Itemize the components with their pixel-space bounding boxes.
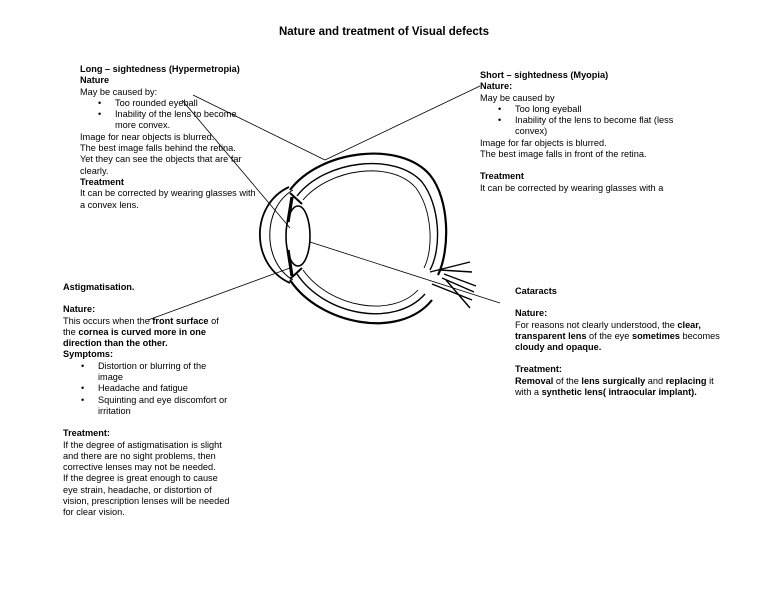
long-treatment-text: It can be corrected by wearing glasses w…: [80, 188, 256, 210]
bold-span: synthetic lens( intraocular implant).: [541, 387, 697, 398]
list-item: Inability of the lens to become flat (le…: [480, 115, 690, 138]
text-span: of the eye: [586, 330, 632, 341]
list-item: Inability of the lens to become more con…: [80, 109, 260, 132]
text-span: and: [645, 375, 666, 386]
pointer-short: [324, 85, 481, 161]
ciliary-top: [289, 192, 303, 205]
pointer-astig: [147, 267, 291, 321]
list-item: Too rounded eyeball: [80, 98, 260, 110]
astig-treatment-p2: If the degree is great enough to cause e…: [63, 473, 230, 518]
long-sightedness-section: Long – sightedness (Hypermetropia) Natur…: [80, 64, 260, 211]
astig-symptoms-label: Symptoms:: [63, 349, 114, 360]
bold-span: sometimes: [631, 330, 680, 341]
long-line: Yet they can see the objects that are fa…: [80, 154, 242, 176]
long-nature-label: Nature: [80, 75, 110, 86]
astigmatisation-section: Astigmatisation. Nature: This occurs whe…: [63, 282, 233, 519]
cataracts-treatment-label: Treatment:: [515, 364, 562, 375]
cataracts-nature-text: For reasons not clearly understood, the …: [515, 320, 720, 354]
astig-treatment-label: Treatment:: [63, 428, 110, 439]
long-line: Image for near objects is blurred.: [80, 131, 215, 142]
short-caused-by: May be caused by: [480, 92, 555, 103]
text-span: For reasons not clearly understood, the: [515, 319, 678, 330]
long-causes-list: Too rounded eyeball Inability of the len…: [80, 98, 260, 132]
long-line: The best image falls behind the retina.: [80, 143, 236, 154]
cataracts-nature-label: Nature:: [515, 308, 548, 319]
cornea: [259, 186, 291, 284]
sclera-outer-bottom: [289, 279, 433, 325]
text-span: it with a: [515, 375, 714, 398]
text-span: of the: [553, 375, 582, 386]
short-treatment-text: It can be corrected by wearing glasses w…: [480, 182, 664, 193]
cornea-inner: [269, 189, 294, 281]
cataracts-section: Cataracts Nature: For reasons not clearl…: [515, 286, 720, 398]
short-heading: Short – sightedness (Myopia): [480, 70, 609, 80]
short-treatment-label: Treatment: [480, 171, 524, 182]
astig-nature-label: Nature:: [63, 304, 96, 315]
pointer-cataract: [309, 241, 501, 304]
text-span: becomes: [679, 330, 720, 341]
choroid: [302, 170, 431, 307]
sclera-inner-bottom: [296, 273, 426, 315]
lens: [285, 205, 311, 267]
astig-nature-text: This occurs when the front surface of th…: [63, 316, 233, 350]
list-item: Too long eyeball: [480, 104, 690, 116]
sclera-inner: [296, 162, 439, 271]
astig-symptoms-list: Distortion or blurring of the image Head…: [63, 361, 233, 417]
cataracts-heading: Cataracts: [515, 286, 557, 296]
short-nature-label: Nature:: [480, 81, 513, 92]
short-line: The best image falls in front of the ret…: [480, 149, 647, 160]
bold-span: clear, transparent lens: [515, 319, 701, 341]
astig-treatment-p1: If the degree of astigmatisation is slig…: [63, 439, 222, 473]
text-span: This occurs when the: [63, 315, 153, 326]
bold-span: lens surgically: [581, 375, 646, 386]
ciliary-bottom: [289, 267, 303, 280]
bold-span: cloudy and opaque.: [515, 342, 602, 353]
short-sightedness-section: Short – sightedness (Myopia) Nature: May…: [480, 70, 690, 194]
short-line: Image for far objects is blurred.: [480, 137, 607, 148]
bold-span: front surface: [152, 315, 209, 326]
bold-span: replacing: [665, 375, 707, 386]
bold-span: cornea is curved more in one direction t…: [63, 326, 206, 349]
optic-nerve: [429, 261, 477, 309]
list-item: Distortion or blurring of the image: [63, 361, 233, 384]
astig-heading: Astigmatisation.: [63, 282, 135, 292]
long-heading: Long – sightedness (Hypermetropia): [80, 64, 240, 74]
sclera-outer: [289, 152, 448, 276]
list-item: Headache and fatigue: [63, 383, 233, 395]
page-title: Nature and treatment of Visual defects: [278, 26, 490, 38]
short-causes-list: Too long eyeball Inability of the lens t…: [480, 104, 690, 138]
long-caused-by: May be caused by:: [80, 86, 158, 97]
list-item: Squinting and eye discomfort or irritati…: [63, 395, 233, 418]
cataracts-treatment-text: Removal of the lens surgically and repla…: [515, 376, 720, 399]
text-span: of the: [63, 315, 219, 337]
bold-span: Removal: [515, 375, 554, 386]
long-treatment-label: Treatment: [80, 176, 124, 187]
